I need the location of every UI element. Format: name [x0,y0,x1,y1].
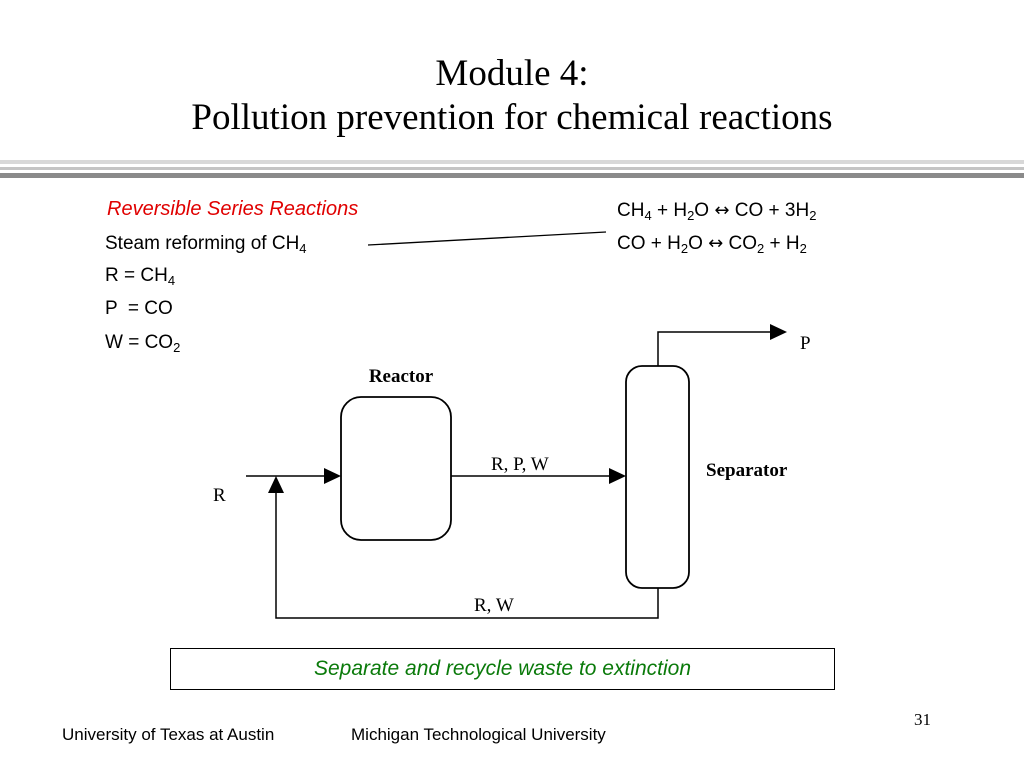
page-number: 31 [914,710,931,729]
footer-right: Michigan Technological University [351,725,606,744]
reactor-label: Reactor [369,366,434,387]
eq2-part: CO + H [617,233,681,254]
recycle-stream-label: R, W [474,595,514,616]
forward-stream-label: R, P, W [491,454,549,475]
eq1-part: O [694,200,715,221]
eq2-sub: 2 [757,241,765,256]
connector-line [367,231,607,246]
product-arrowhead-icon [770,324,787,340]
eq2-part: + H [764,233,800,254]
product-label: P [800,333,811,354]
eq2-sub: 2 [799,241,807,256]
reactor-vessel [340,396,452,541]
recycle-line [275,493,659,619]
section-heading: Reversible Series Reactions [107,198,359,220]
title-rule-dark [0,173,1024,178]
title-line-1: Module 4: [435,53,589,94]
r-sub: 4 [167,273,176,288]
title-rule-mid [0,167,1024,170]
eq1-part: CO + 3H [729,200,810,221]
equation-1: CH4 + H2O ↔ CO + 3H2 [617,200,816,222]
title-line-2: Pollution prevention for chemical reacti… [191,97,833,138]
w-sub: 2 [173,340,181,355]
eq1-sub: 4 [644,208,652,223]
r-text: R = CH [105,265,168,286]
reversible-arrow-icon: ↔ [708,233,724,254]
feed-label: R [213,485,226,506]
feed-arrowhead-icon [324,468,341,484]
callout-text: Separate and recycle waste to extinction [313,657,692,680]
w-text: W = CO [105,332,174,353]
steam-text: Steam reforming of CH [105,233,300,254]
recycle-arrowhead-icon [268,476,284,493]
r-definition: R = CH4 [105,265,175,287]
w-definition: W = CO2 [105,332,180,354]
equation-2: CO + H2O ↔ CO2 + H2 [617,233,807,255]
p-definition: P = CO [105,298,173,319]
slide-title: Module 4: Pollution prevention for chemi… [0,52,1024,140]
product-line [657,331,770,366]
callout-box: Separate and recycle waste to extinction [170,648,835,690]
reversible-arrow-icon: ↔ [714,200,730,221]
eq1-part: CH [617,200,645,221]
steam-sub: 4 [299,241,307,256]
eq2-part: O [688,233,709,254]
eq1-sub: 2 [687,208,695,223]
separator-inlet-arrowhead-icon [609,468,626,484]
separator-label: Separator [706,460,788,481]
eq1-part: + H [651,200,688,221]
footer-left: University of Texas at Austin [62,725,275,744]
separator-column [625,365,690,589]
eq2-sub: 2 [680,241,689,256]
title-rule-light [0,160,1024,164]
eq2-part: CO [723,233,758,254]
steam-reforming-line: Steam reforming of CH4 [105,233,307,255]
eq1-sub: 2 [809,208,817,223]
